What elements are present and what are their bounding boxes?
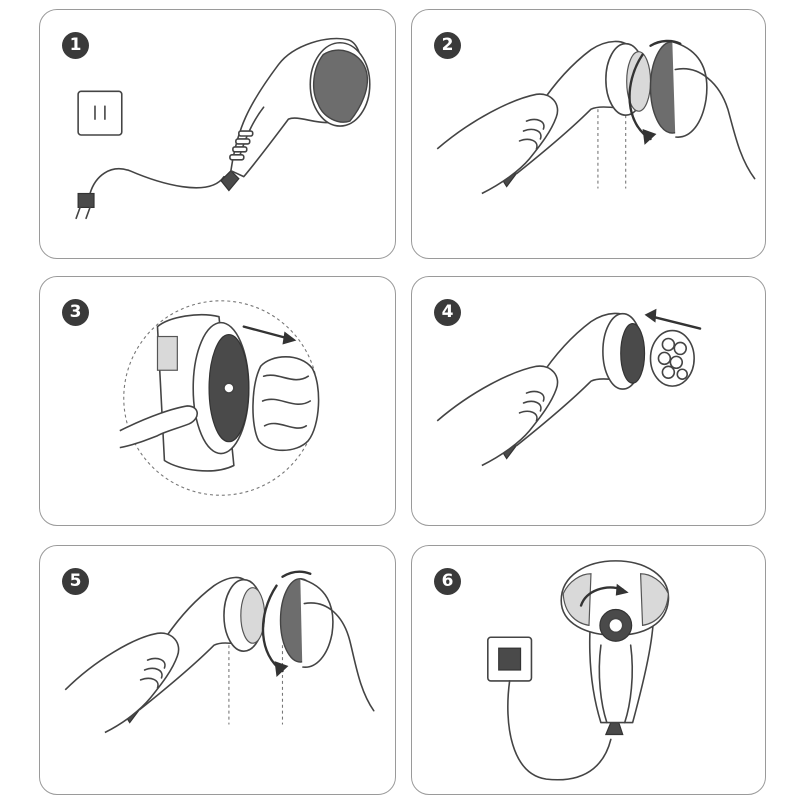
- step-panel-1: 1: [39, 9, 396, 259]
- wall-socket-icon: [77, 90, 123, 136]
- wall-socket-icon: [487, 636, 533, 682]
- direction-arrow-icon: [242, 325, 297, 345]
- step-panel-4: 4: [411, 276, 766, 526]
- rotate-arrow-icon: [628, 39, 682, 145]
- power-dial-illustration: [487, 560, 670, 781]
- hand-holding-icon: [64, 632, 180, 734]
- step-number-badge: 5: [62, 568, 89, 595]
- detach-attachment-illustration: [119, 300, 320, 496]
- power-cord-icon: [75, 168, 225, 220]
- wavy-attachment-icon: [252, 356, 320, 452]
- step-number-badge: 4: [434, 299, 461, 326]
- plug-in-illustration: [75, 37, 371, 220]
- step-panel-3: 3: [39, 276, 396, 526]
- head-attachment-icon: [279, 577, 375, 712]
- hand-holding-icon: [119, 405, 198, 449]
- head-attachment-icon: [649, 40, 756, 180]
- speed-dial-icon: [599, 608, 633, 642]
- step-panel-6: 6: [411, 545, 766, 795]
- massager-icon: [560, 560, 670, 736]
- nodule-attachment-icon: [649, 329, 695, 387]
- step-number-badge: 2: [434, 32, 461, 59]
- twist-remove-illustration: [436, 39, 756, 195]
- rotate-arrow-icon: [261, 570, 312, 677]
- step-panel-2: 2: [411, 9, 766, 259]
- twist-lock-illustration: [64, 570, 375, 734]
- power-cord-icon: [507, 680, 612, 781]
- step-number-badge: 1: [62, 32, 89, 59]
- hand-holding-icon: [436, 365, 559, 467]
- rotate-arrow-icon: [579, 583, 629, 607]
- step-number-badge: 6: [434, 568, 461, 595]
- step-panel-5: 5: [39, 545, 396, 795]
- massager-head-closeup: [156, 313, 250, 472]
- step-number-badge: 3: [62, 299, 89, 326]
- insert-attachment-illustration: [436, 308, 702, 467]
- massager-icon: [220, 37, 371, 192]
- direction-arrow-icon: [644, 308, 702, 330]
- hand-holding-icon: [436, 93, 559, 195]
